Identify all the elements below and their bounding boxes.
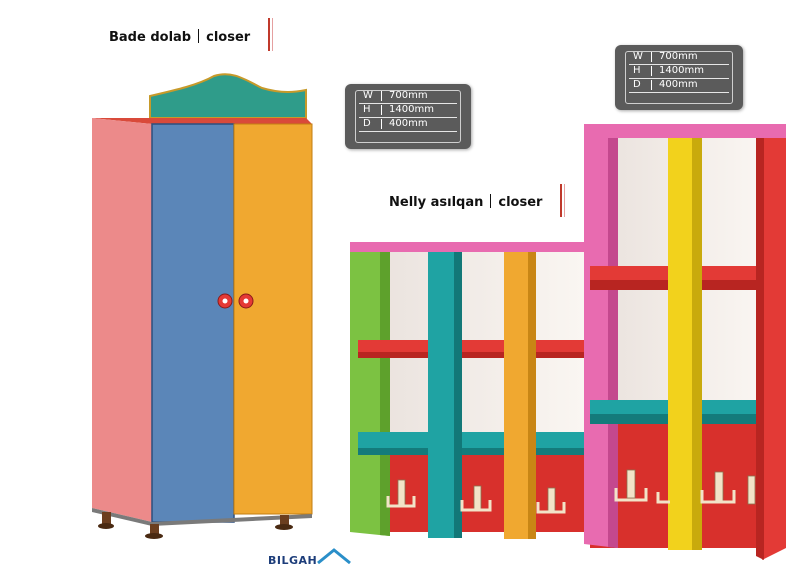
spec-card-frame — [625, 51, 733, 104]
accent-bar-thin — [272, 18, 273, 51]
shelf-title-type: closer — [498, 195, 543, 210]
hook-icon — [747, 475, 756, 505]
hook-icon — [547, 487, 556, 513]
title-separator — [490, 194, 492, 208]
spec-key: H — [363, 104, 371, 115]
accent-bar — [268, 18, 270, 51]
hook-icon — [536, 502, 566, 514]
wardrobe-leg — [280, 515, 289, 527]
spec-divider — [381, 119, 382, 129]
spec-divider — [651, 52, 652, 62]
spec-value: 400mm — [659, 79, 698, 90]
hook-icon — [614, 488, 648, 502]
coat-hooks — [614, 469, 756, 505]
hook-icon — [656, 492, 670, 504]
house-roof-icon — [317, 548, 351, 564]
spec-row-height: H 1400mm — [629, 64, 729, 79]
shelf-board-teal-edge — [358, 448, 584, 455]
wardrobe-door-right — [233, 123, 313, 515]
wardrobe-leg — [102, 512, 111, 526]
spec-row-height: H 1400mm — [359, 103, 457, 118]
wardrobe-leg — [145, 533, 163, 539]
shelf-side-magenta-inner — [608, 138, 618, 548]
spec-value: 400mm — [389, 118, 428, 129]
spec-key: H — [633, 65, 641, 76]
shelf-unit-left — [350, 242, 588, 539]
wardrobe-leg — [150, 524, 159, 536]
knob-icon — [222, 298, 228, 304]
shelf-top — [350, 242, 588, 252]
spec-value: 1400mm — [389, 104, 434, 115]
hook-icon — [714, 471, 724, 503]
wardrobe-leg — [98, 523, 114, 529]
wardrobe-title-name: Bade dolab — [109, 30, 192, 45]
spec-card-frame — [355, 90, 461, 143]
accent-bar — [560, 184, 562, 217]
coat-hooks — [386, 479, 566, 514]
spec-divider — [651, 66, 652, 76]
spec-key: D — [363, 118, 371, 129]
wardrobe-crown — [149, 73, 307, 119]
wardrobe — [92, 73, 313, 539]
shelf-bottom-back — [358, 454, 584, 532]
shelf-board-red-edge — [358, 352, 584, 358]
shelf-side-red — [762, 138, 786, 560]
spec-value: 1400mm — [659, 65, 704, 76]
shelf-divider-teal — [454, 252, 462, 538]
shelf-title: Nelly asılqan closer — [389, 194, 542, 210]
wardrobe-spec-card: W 700mm H 1400mm D 400mm — [345, 84, 471, 149]
shelf-spec-card: W 700mm H 1400mm D 400mm — [615, 45, 743, 110]
shelf-divider-orange — [528, 252, 536, 539]
accent-bar-thin — [564, 184, 565, 217]
spec-row-depth: D 400mm — [629, 78, 729, 93]
hook-icon — [626, 469, 636, 499]
spec-value: 700mm — [659, 51, 698, 62]
wardrobe-title: Bade dolab closer — [109, 29, 250, 45]
hook-icon — [473, 485, 482, 511]
spec-row-width: W 700mm — [359, 89, 457, 104]
shelf-title-name: Nelly asılqan — [389, 195, 484, 210]
hook-icon — [700, 490, 736, 504]
spec-row-depth: D 400mm — [359, 117, 457, 132]
spec-divider — [381, 91, 382, 101]
spec-key: W — [363, 90, 373, 101]
spec-divider — [651, 80, 652, 90]
spec-value: 700mm — [389, 90, 428, 101]
spec-key: D — [633, 79, 641, 90]
wardrobe-leg — [275, 524, 293, 530]
shelf-divider-yellow — [692, 138, 702, 550]
hook-icon — [386, 496, 416, 508]
hook-icon — [397, 479, 406, 507]
wardrobe-base — [92, 508, 312, 526]
wardrobe-side-panel — [92, 118, 152, 522]
wardrobe-title-type: closer — [206, 30, 251, 45]
knob-icon — [243, 298, 249, 304]
brand-logo-text: BILGAH — [268, 554, 318, 567]
wardrobe-top — [92, 118, 312, 124]
title-separator — [198, 29, 200, 43]
shelf-side-red-face — [756, 138, 764, 560]
spec-key: W — [633, 51, 643, 62]
spec-divider — [381, 105, 382, 115]
shelf-side-green-inner — [380, 252, 390, 536]
spec-row-width: W 700mm — [629, 50, 729, 65]
wardrobe-door-left — [151, 123, 235, 523]
shelf-unit-right — [584, 124, 786, 560]
hook-icon — [460, 500, 492, 512]
shelf-top — [584, 124, 786, 138]
